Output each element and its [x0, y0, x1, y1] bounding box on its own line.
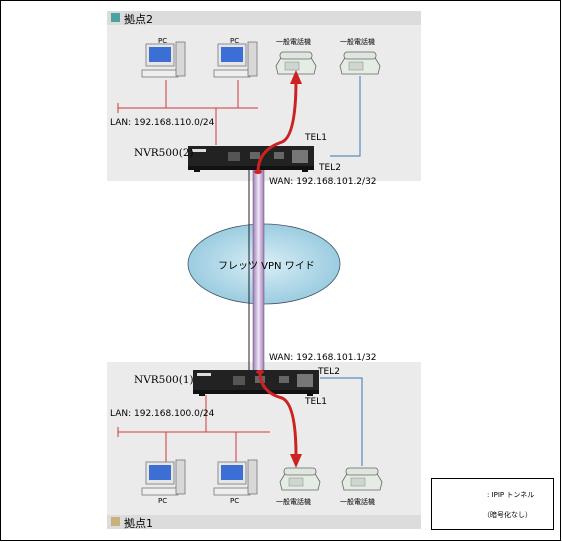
lan-label: LAN: 192.168.100.0/24: [110, 409, 215, 419]
phone-icon: [339, 51, 381, 75]
wan-label: WAN: 192.168.101.2/32: [269, 177, 377, 187]
tel1-label: TEL1: [305, 397, 327, 407]
phone-icon: [279, 467, 321, 491]
site1-marker: [111, 517, 120, 526]
site2-label: 拠点2: [124, 13, 153, 26]
wan-label: WAN: 192.168.101.1/32: [269, 353, 377, 363]
tel2-label: TEL2: [319, 163, 341, 173]
pc-label: PC: [230, 497, 240, 505]
ipip-tunnel-tube: [252, 169, 265, 377]
site2-header: [107, 11, 421, 25]
phone-label: 一般電話機: [340, 38, 375, 46]
phone-label: 一般電話機: [276, 498, 311, 506]
pc-icon: [141, 41, 186, 78]
phone-label: 一般電話機: [340, 498, 375, 506]
router-label: NVR500(2): [134, 147, 194, 159]
pc-icon: [213, 41, 258, 78]
lan-label: LAN: 192.168.110.0/24: [110, 118, 215, 128]
router-nvr500-2: [188, 146, 314, 172]
site1-label: 拠点1: [124, 517, 153, 530]
site2-marker: [111, 13, 120, 22]
site1-header: [107, 515, 421, 529]
pc-icon: [213, 459, 258, 496]
legend-box: [431, 478, 554, 530]
tel1-label: TEL1: [305, 133, 327, 143]
phone-label: 一般電話機: [276, 38, 311, 46]
legend-label: : IPIP トンネル: [487, 491, 535, 499]
router-nvr500-1: [193, 370, 319, 396]
phone-icon: [341, 467, 383, 491]
pc-icon: [141, 459, 186, 496]
router-label: NVR500(1): [134, 374, 194, 386]
pc-label: PC: [230, 37, 240, 45]
pc-label: PC: [158, 497, 168, 505]
vpn-cloud-label: フレッツ VPN ワイド: [218, 261, 315, 272]
pc-label: PC: [158, 37, 168, 45]
tel2-label: TEL2: [318, 367, 340, 377]
legend-sublabel: （暗号化なし）: [483, 511, 532, 519]
